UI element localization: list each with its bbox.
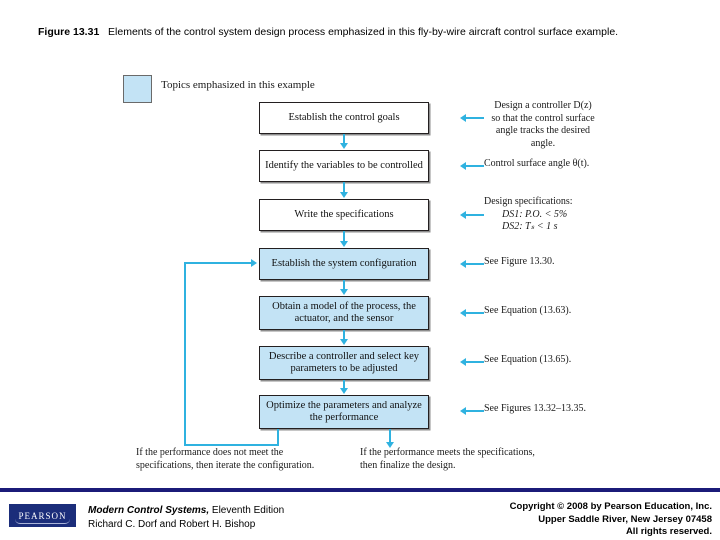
arrow-specs-to-config xyxy=(340,241,348,247)
process-box-establish-configuration[interactable]: Establish the system configuration xyxy=(259,248,429,280)
annotation-line: Control surface angle θ(t). xyxy=(484,158,590,169)
arrow-annotation-design-specifications xyxy=(460,211,466,219)
arrow-optimize-to-finalize xyxy=(386,442,394,448)
connector-specs-to-config xyxy=(343,231,345,242)
legend-swatch xyxy=(123,75,152,103)
annotation-see-equation-1363: See Equation (13.63). xyxy=(484,305,684,318)
bottom-note-line: specifications, then iterate the configu… xyxy=(136,460,315,471)
figure-caption: Figure 13.31 Elements of the control sys… xyxy=(38,25,678,39)
annotation-line: DS2: Tₛ < 1 s xyxy=(502,221,558,232)
book-info: Modern Control Systems, Eleventh Edition… xyxy=(88,504,388,532)
book-authors: Richard C. Dorf and Robert H. Bishop xyxy=(88,519,256,530)
feedback-top-path xyxy=(184,262,252,264)
arrow-annotation-see-figures-1332 xyxy=(460,407,466,415)
feedback-bottom-path xyxy=(184,444,279,446)
figure-number: Figure 13.31 xyxy=(38,26,100,38)
figure-caption-text: Elements of the control system design pr… xyxy=(108,26,619,38)
footer-divider xyxy=(0,488,720,492)
arrow-feedback-to-config xyxy=(251,259,257,267)
annotation-line: Design specifications: xyxy=(484,196,573,207)
arrow-goals-to-variables xyxy=(340,143,348,149)
bottom-note-iterate: If the performance does not meet the spe… xyxy=(136,446,314,472)
bottom-note-line: If the performance does not meet the xyxy=(136,447,284,458)
feedback-left-path xyxy=(184,262,186,446)
connector-controller-to-optimize xyxy=(343,380,345,389)
leader-line-see-equation-1365 xyxy=(466,361,484,363)
copyright-line: Copyright © 2008 by Pearson Education, I… xyxy=(509,501,712,512)
arrow-annotation-see-equation-1365 xyxy=(460,358,466,366)
process-box-identify-variables[interactable]: Identify the variables to be controlled xyxy=(259,150,429,182)
annotation-line: See Equation (13.63). xyxy=(484,305,572,316)
annotation-line: Design a controller D(z) xyxy=(494,100,592,111)
arrow-controller-to-optimize xyxy=(340,388,348,394)
process-box-optimize-parameters[interactable]: Optimize the parameters and analyze the … xyxy=(259,395,429,429)
pearson-logo: PEARSON xyxy=(9,504,76,527)
feedback-stub-down xyxy=(277,429,279,446)
annotation-line: so that the control surface xyxy=(491,112,595,124)
legend-label: Topics emphasized in this example xyxy=(161,79,315,91)
annotation-line: DS1: P.O. < 5% xyxy=(502,208,568,220)
arrow-annotation-see-figure-1330 xyxy=(460,260,466,268)
process-box-label: Write the specifications xyxy=(294,208,394,220)
arrow-annotation-controller-design xyxy=(460,114,466,122)
process-box-label: Establish the control goals xyxy=(288,111,400,123)
annotation-line: See Equation (13.65). xyxy=(484,354,572,365)
annotation-control-surface-angle: Control surface angle θ(t). xyxy=(484,158,684,171)
annotation-controller-design: Design a controller D(z) so that the con… xyxy=(484,100,602,150)
connector-config-to-model xyxy=(343,280,345,290)
arrow-config-to-model xyxy=(340,289,348,295)
process-box-obtain-model[interactable]: Obtain a model of the process, the actua… xyxy=(259,296,429,330)
copyright-line: All rights reserved. xyxy=(625,526,712,537)
process-box-label: Establish the system configuration xyxy=(271,257,417,269)
annotation-line: angle. xyxy=(530,137,556,149)
pearson-logo-text: PEARSON xyxy=(18,510,67,521)
leader-line-controller-design xyxy=(466,117,484,119)
connector-optimize-to-finalize xyxy=(389,429,391,443)
bottom-note-finalize: If the performance meets the specificati… xyxy=(360,446,535,472)
process-box-label: Describe a controller and select key par… xyxy=(268,350,420,375)
book-edition: Eleventh Edition xyxy=(209,505,285,516)
connector-model-to-controller xyxy=(343,330,345,340)
process-box-write-specifications[interactable]: Write the specifications xyxy=(259,199,429,231)
bottom-note-line: then finalize the design. xyxy=(360,460,456,471)
leader-line-see-equation-1363 xyxy=(466,312,484,314)
leader-line-see-figures-1332 xyxy=(466,410,484,412)
flow-diagram: Topics emphasized in this example Establ… xyxy=(0,62,720,482)
leader-line-control-surface-angle xyxy=(466,165,484,167)
connector-variables-to-specs xyxy=(343,182,345,193)
leader-line-see-figure-1330 xyxy=(466,263,484,265)
copyright-notice: Copyright © 2008 by Pearson Education, I… xyxy=(382,501,712,539)
annotation-see-equation-1365: See Equation (13.65). xyxy=(484,354,684,367)
annotation-see-figure-1330: See Figure 13.30. xyxy=(484,256,684,269)
annotation-line: See Figures 13.32–13.35. xyxy=(484,403,586,414)
bottom-note-line: If the performance meets the specificati… xyxy=(360,447,535,458)
arrow-annotation-see-equation-1363 xyxy=(460,309,466,317)
arrow-variables-to-specs xyxy=(340,192,348,198)
pearson-logo-swoosh-icon xyxy=(15,519,70,524)
connector-goals-to-variables xyxy=(343,134,345,144)
process-box-label: Optimize the parameters and analyze the … xyxy=(266,399,422,424)
annotation-design-specifications: Design specifications: DS1: P.O. < 5% DS… xyxy=(484,196,684,234)
process-box-describe-controller[interactable]: Describe a controller and select key par… xyxy=(259,346,429,380)
copyright-line: Upper Saddle River, New Jersey 07458 xyxy=(538,513,712,525)
arrow-model-to-controller xyxy=(340,339,348,345)
process-box-label: Obtain a model of the process, the actua… xyxy=(272,300,416,325)
process-box-establish-goals[interactable]: Establish the control goals xyxy=(259,102,429,134)
annotation-see-figures-1332: See Figures 13.32–13.35. xyxy=(484,403,684,416)
leader-line-design-specifications xyxy=(466,214,484,216)
arrow-annotation-control-surface-angle xyxy=(460,162,466,170)
annotation-line: angle tracks the desired xyxy=(495,125,591,136)
annotation-line: See Figure 13.30. xyxy=(484,256,555,267)
process-box-label: Identify the variables to be controlled xyxy=(265,159,423,171)
book-title: Modern Control Systems, xyxy=(88,505,210,516)
